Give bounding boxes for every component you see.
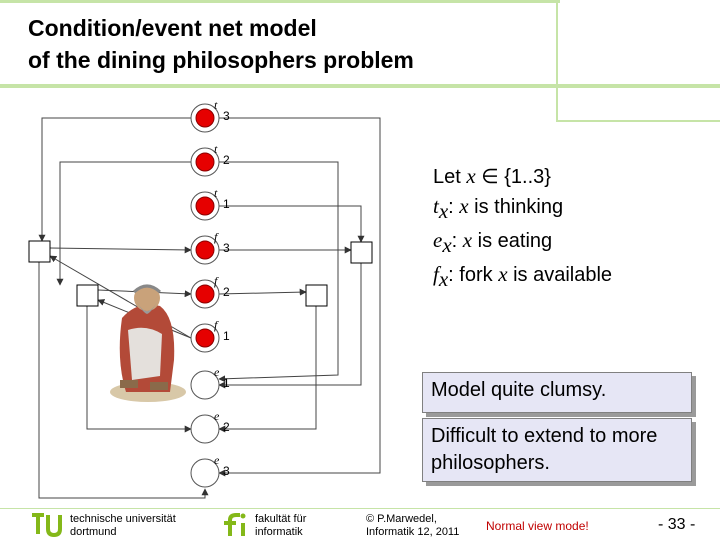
header-corner-box xyxy=(556,0,720,122)
page-title: Condition/event net model of the dining … xyxy=(28,12,414,76)
page-title-line2: of the dining philosophers problem xyxy=(28,47,414,73)
footer-fi: fakultät für informatik xyxy=(255,513,306,539)
arc-t3-right-loop xyxy=(218,117,381,477)
token-f1 xyxy=(195,328,215,348)
arc-t3-to-left-outer xyxy=(38,117,191,242)
token-f3 xyxy=(195,240,215,260)
transition-right-inner xyxy=(305,284,328,307)
arc-f2-right-inner xyxy=(218,288,307,296)
transition-right-outer xyxy=(350,241,373,264)
place-label-index-t2: 2 xyxy=(223,153,230,167)
footer-copyright-line2: Informatik 12, 2011 xyxy=(366,526,460,538)
footer-tu-line1: technische universität xyxy=(70,513,176,525)
footer-copyright: © P.Marwedel, Informatik 12, 2011 xyxy=(366,513,459,539)
place-label-letter-f2: f xyxy=(214,274,219,288)
note-extend: Difficult to extend to more philosophers… xyxy=(422,418,692,482)
place-label-letter-t2: t xyxy=(214,142,218,156)
place-label-letter-e2: e xyxy=(214,409,220,423)
transition-left-outer xyxy=(28,240,51,263)
arc-t2-right-loop xyxy=(218,161,339,383)
place-label-index-f3: 3 xyxy=(223,241,230,255)
legend-line-fork: fx: fork x is available xyxy=(433,262,613,291)
arc-left-inner-to-e2 xyxy=(86,306,192,433)
place-label-letter-e1: e xyxy=(214,365,220,379)
note-clumsy: Model quite clumsy. xyxy=(422,372,692,413)
legend-block: Let x ∈ {1..3} tx: x is thinking ex: x i… xyxy=(433,162,612,294)
footer-tu: technische universität dortmund xyxy=(70,513,176,539)
place-label-index-f1: 1 xyxy=(223,329,230,343)
place-label-letter-t3: t xyxy=(214,98,218,112)
place-label-index-f2: 2 xyxy=(223,285,230,299)
arc-t2-to-left-inner xyxy=(56,161,191,286)
place-label-index-e3: 3 xyxy=(223,464,230,478)
place-label-letter-t1: t xyxy=(214,186,218,200)
place-label-index-e2: 2 xyxy=(223,420,230,434)
arc-t1-to-right-outer xyxy=(219,205,365,243)
arc-right-inner-to-e2 xyxy=(218,306,317,433)
fi-logo-icon xyxy=(224,513,246,536)
token-t3 xyxy=(195,108,215,128)
legend-line-eating: ex: x is eating xyxy=(433,228,553,257)
title-underline xyxy=(0,84,720,88)
token-t1 xyxy=(195,196,215,216)
place-label-letter-f3: f xyxy=(214,230,219,244)
footer-fi-line2: informatik xyxy=(255,526,303,538)
place-label-letter-f1: f xyxy=(214,318,219,332)
arc-right-outer-to-e1 xyxy=(218,263,362,389)
transition-left-inner xyxy=(76,284,99,307)
token-t2 xyxy=(195,152,215,172)
arc-left-outer-to-e3 xyxy=(38,262,209,499)
footer-rule xyxy=(0,508,720,509)
tu-logo-icon xyxy=(32,513,62,538)
place-label-letter-e3: e xyxy=(214,453,220,467)
place-label-index-t1: 1 xyxy=(223,197,230,211)
place-e1 xyxy=(190,370,220,400)
place-e2 xyxy=(190,414,220,444)
header-top-rule xyxy=(0,0,560,3)
legend-line-thinking: tx: x is thinking xyxy=(433,194,564,223)
token-f2 xyxy=(195,284,215,304)
philosopher-illustration xyxy=(110,284,186,402)
arc-f3-left-outer xyxy=(49,246,192,254)
page-title-line1: Condition/event net model xyxy=(28,15,317,41)
place-label-index-e1: 1 xyxy=(223,376,230,390)
place-label-index-t3: 3 xyxy=(223,109,230,123)
legend-line-domain: Let x ∈ {1..3} xyxy=(433,164,551,188)
page-number: - 33 - xyxy=(658,516,696,533)
place-e3 xyxy=(190,458,220,488)
footer-copyright-line1: © P.Marwedel, xyxy=(366,513,437,525)
normal-view-label: Normal view mode! xyxy=(486,519,589,533)
footer-fi-line1: fakultät für xyxy=(255,513,307,525)
footer-tu-line2: dortmund xyxy=(70,526,117,538)
